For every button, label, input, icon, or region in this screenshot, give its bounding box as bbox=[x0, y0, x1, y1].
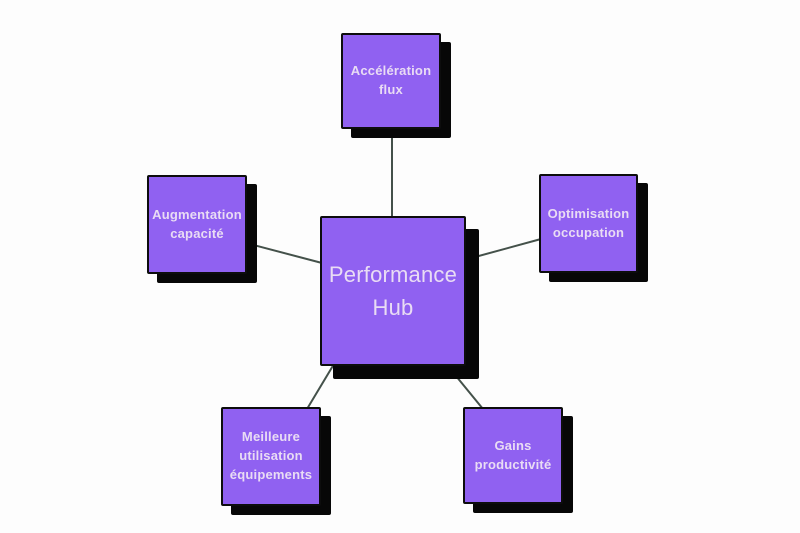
node-acceleration-flux: Accélération flux bbox=[341, 33, 441, 129]
connector-hub-to-meilleure-utilisation-equipements bbox=[306, 363, 335, 410]
node-augmentation-capacite-label: Augmentation capacité bbox=[152, 206, 242, 241]
node-performance-hub-label: Performance Hub bbox=[328, 262, 458, 320]
connector-hub-to-optimisation-occupation bbox=[463, 238, 542, 261]
node-gains-productivite-label: Gains productivité bbox=[474, 437, 552, 472]
node-acceleration-flux-label: Accélération flux bbox=[350, 63, 432, 97]
node-performance-hub: Performance Hub bbox=[320, 216, 466, 366]
node-augmentation-capacite: Augmentation capacité bbox=[147, 175, 247, 274]
connector-hub-to-gains-productivite bbox=[446, 364, 484, 410]
node-meilleure-utilisation-equipements: Meilleure utilisation équipements bbox=[221, 407, 321, 506]
node-meilleure-utilisation-equipements-label: Meilleure utilisation équipements bbox=[229, 429, 313, 482]
connector-hub-to-augmentation-capacite bbox=[245, 242, 323, 264]
node-optimisation-occupation-label: Optimisation occupation bbox=[547, 205, 630, 240]
node-gains-productivite: Gains productivité bbox=[463, 407, 563, 504]
node-optimisation-occupation: Optimisation occupation bbox=[539, 174, 638, 273]
